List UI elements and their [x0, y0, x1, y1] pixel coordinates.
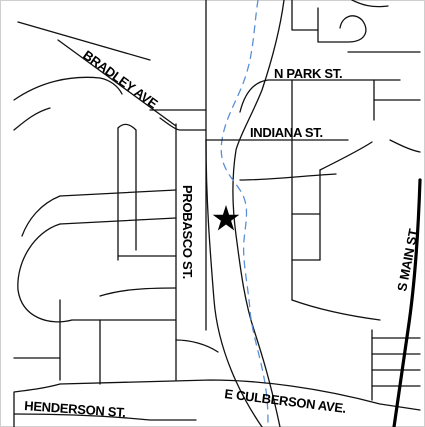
star-icon — [212, 205, 240, 231]
street-south-edge — [13, 383, 61, 427]
label-e-culberson-ave: E CULBERSON AVE. — [224, 386, 347, 416]
street-bradley-ave — [57, 39, 177, 127]
street-henderson-st — [13, 413, 197, 421]
street-east-diagonal-a — [239, 173, 337, 181]
label-n-park-st: N PARK ST. — [274, 66, 342, 81]
street-east-edge-curve — [389, 139, 421, 153]
street-s-main-st — [392, 178, 422, 427]
street-bradley-spur — [159, 117, 207, 131]
street-n-park-st — [239, 79, 401, 113]
street-east-diagonal-b — [319, 141, 373, 171]
street-diagonal-northwest — [17, 21, 151, 61]
label-probasco-st: PROBASCO ST. — [180, 185, 195, 279]
street-mid-west-a — [59, 189, 177, 197]
street-westside-short — [13, 107, 51, 131]
label-henderson-st: HENDERSON ST. — [24, 398, 126, 420]
street-north-cul-de-sac — [317, 7, 367, 43]
street-mid-west-b — [59, 217, 177, 225]
label-indiana-st: INDIANA ST. — [250, 125, 323, 140]
street-north-tr — [351, 0, 389, 8]
street-e-culberson-ave — [59, 379, 421, 411]
street-left-loop-b — [117, 123, 137, 251]
street-mid-west-d — [99, 287, 177, 297]
street-north-top-loop — [291, 0, 319, 31]
river-east-bank — [232, 0, 285, 427]
street-northwest-curve — [13, 76, 101, 101]
street-lower-curve — [175, 339, 219, 353]
street-east-lower-curve — [291, 299, 381, 321]
creek-line — [220, 0, 269, 427]
street-northwest-link — [99, 77, 123, 95]
street-west-bulge — [17, 223, 73, 323]
label-bradley-ave: BRADLEY AVE — [80, 47, 161, 111]
street-west-bulge-inner — [21, 195, 61, 237]
